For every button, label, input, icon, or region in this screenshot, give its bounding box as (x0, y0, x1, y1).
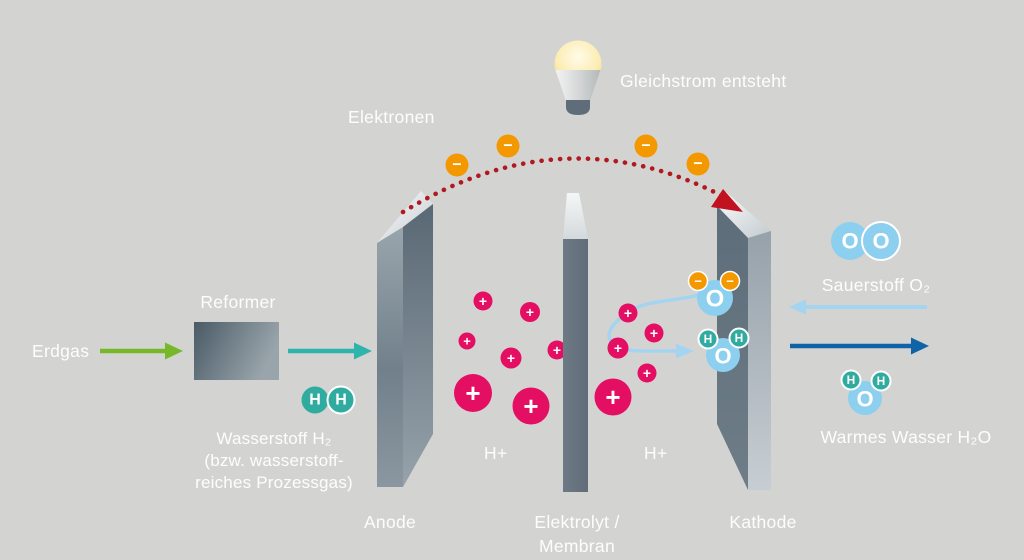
erdgas-label: Erdgas (32, 341, 90, 361)
svg-text:H: H (877, 374, 886, 388)
light-bulb-icon (554, 40, 602, 115)
svg-text:+: + (523, 391, 538, 421)
sauerstoff-label: Sauerstoff O₂ (821, 275, 931, 295)
sauerstoff-arrow (789, 299, 927, 315)
wasserstoff-line3: reiches Prozessgas) (195, 473, 353, 492)
svg-text:+: + (624, 305, 632, 321)
svg-text:+: + (643, 365, 651, 381)
water-molecule-out: O H H (840, 369, 892, 415)
hplus-left-label: H+ (484, 443, 508, 463)
svg-text:−: − (726, 274, 734, 289)
svg-text:H: H (335, 392, 347, 409)
water-at-cathode: O H H (697, 327, 750, 372)
h2-molecule: H H (301, 385, 356, 415)
svg-text:−: − (503, 138, 512, 155)
svg-text:+: + (463, 334, 471, 349)
svg-text:+: + (553, 342, 561, 358)
elektrolyt-label: Elektrolyt / (534, 512, 620, 532)
o2-molecule: O O (831, 221, 901, 261)
elektronen-label: Elektronen (348, 107, 435, 127)
svg-text:+: + (614, 340, 622, 356)
svg-text:H: H (847, 373, 856, 387)
svg-text:O: O (872, 229, 889, 254)
svg-text:+: + (465, 378, 480, 408)
svg-text:O: O (856, 387, 873, 412)
svg-text:O: O (706, 286, 725, 313)
svg-text:+: + (650, 325, 658, 341)
warmes-wasser-label: Warmes Wasser H₂O (820, 427, 992, 447)
hplus-ions-anode: + + + + + + (454, 291, 550, 425)
svg-text:+: + (605, 382, 620, 412)
prozessgas-arrow (288, 342, 372, 360)
hplus-ions-cathode: + + + + + (594, 303, 664, 416)
electron-flow-arc (400, 156, 731, 215)
svg-text:−: − (694, 274, 702, 289)
reformer-label: Reformer (200, 292, 276, 312)
wasserstoff-line2: (bzw. wasserstoff- (204, 451, 344, 470)
bulb-socket (566, 100, 590, 115)
reformer-box (194, 322, 279, 380)
anode-label: Anode (363, 512, 417, 532)
svg-text:−: − (452, 157, 461, 174)
svg-text:O: O (714, 344, 731, 369)
svg-text:H: H (309, 392, 321, 409)
kathode-label: Kathode (729, 512, 797, 532)
electron-particles: − − − − (445, 134, 710, 177)
electrolyte-slab (563, 193, 588, 492)
reaction-path (607, 293, 702, 359)
svg-text:H: H (704, 332, 713, 346)
svg-text:−: − (693, 156, 702, 173)
svg-text:+: + (507, 350, 515, 366)
wasserstoff-line1: Wasserstoff H₂ (216, 429, 332, 448)
hplus-ion: + (547, 340, 567, 360)
hplus-right-label: H+ (644, 443, 668, 463)
electron-arrowhead (711, 189, 743, 212)
anode-slab (377, 191, 433, 487)
svg-text:+: + (479, 293, 487, 309)
svg-text:H: H (735, 331, 744, 345)
gleichstrom-label: Gleichstrom entsteht (620, 71, 787, 91)
svg-text:−: − (641, 138, 650, 155)
erdgas-arrow (100, 342, 183, 360)
wasserstoff-label: Wasserstoff H₂ (bzw. wasserstoff- reiche… (174, 428, 374, 494)
oxygen-at-cathode: O − − (687, 270, 741, 316)
membran-label: Membran (538, 536, 615, 556)
bulb-body (555, 70, 601, 101)
warmes-wasser-arrow (790, 337, 929, 355)
svg-text:O: O (841, 229, 858, 254)
svg-text:+: + (526, 304, 534, 320)
